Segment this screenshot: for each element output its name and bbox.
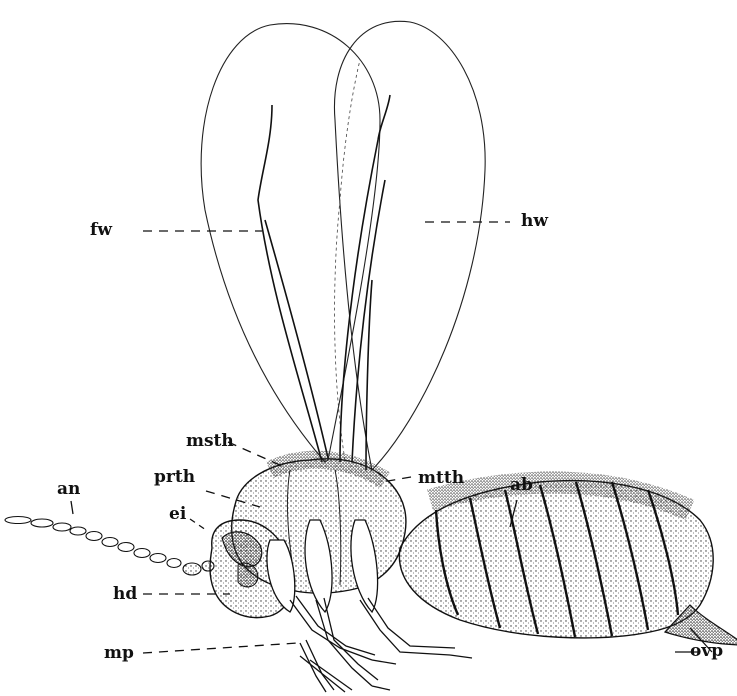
forewing bbox=[201, 24, 380, 462]
label-ab: ab bbox=[510, 477, 533, 494]
label-fw: fw bbox=[90, 222, 112, 239]
hindwing bbox=[334, 21, 485, 470]
label-an: an bbox=[57, 481, 80, 498]
label-mp: mp bbox=[104, 645, 134, 662]
label-msth: msth bbox=[186, 433, 234, 450]
label-mtth: mtth bbox=[418, 470, 464, 487]
abdomen bbox=[399, 481, 737, 652]
antenna bbox=[5, 517, 214, 576]
label-ovp: ovp bbox=[690, 643, 723, 660]
label-prth: prth bbox=[154, 469, 195, 486]
wing-veins bbox=[258, 95, 390, 470]
label-ei: ei bbox=[169, 506, 186, 523]
label-hw: hw bbox=[521, 213, 548, 230]
label-hd: hd bbox=[113, 586, 137, 603]
